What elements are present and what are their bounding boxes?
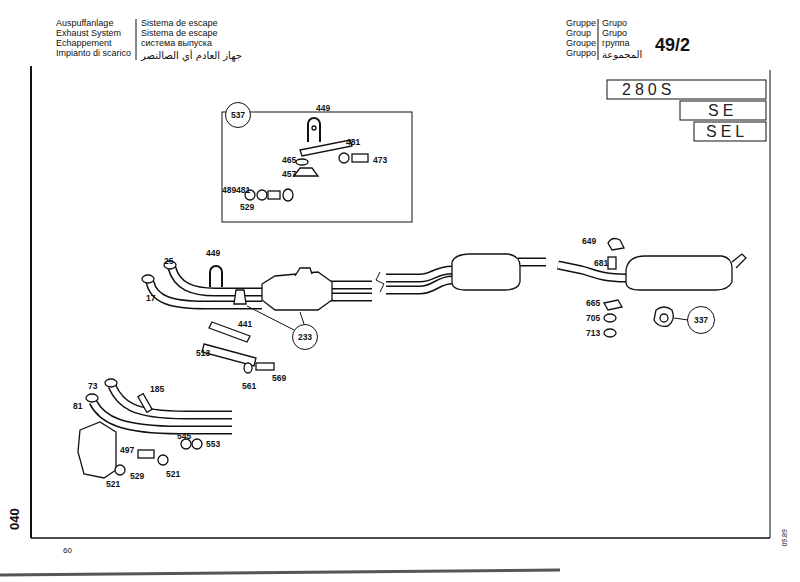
callout-number: 521 [106, 480, 120, 489]
callout-number: 233 [298, 332, 312, 342]
model-badge: SE [708, 102, 737, 120]
callout-number: 537 [231, 110, 245, 120]
callout-number: 529 [130, 472, 144, 481]
callout-number: 457 [282, 170, 296, 179]
callout-number: 449 [316, 104, 330, 113]
date-code: 09.89 [781, 529, 789, 547]
page-code: 040 [8, 508, 22, 530]
header-text: система выпуска [141, 39, 212, 49]
callout-number: 513 [196, 349, 210, 358]
callout-number: 569 [272, 374, 286, 383]
callout-circle: 337 [687, 306, 715, 334]
callout-number: 681 [594, 259, 608, 268]
header-text: группа [602, 39, 629, 49]
header-text: Group [566, 29, 591, 39]
callout-number: 553 [206, 440, 220, 449]
callout-number: 481 [236, 186, 250, 195]
header-text: Sistema de escape [141, 29, 218, 39]
callout-number: 337 [694, 315, 708, 325]
callout-number: 545 [177, 432, 191, 441]
header-text: Sistema de escape [141, 19, 218, 29]
callout-number: 713 [586, 329, 600, 338]
callout-number: 73 [88, 382, 97, 391]
header-text: Exhaust System [56, 29, 121, 39]
callout-circle: 233 [292, 324, 318, 350]
header-text: المجموعة [602, 49, 642, 60]
callout-number: 465 [282, 156, 296, 165]
callout-number: 497 [120, 446, 134, 455]
callout-number: 449 [206, 249, 220, 258]
model-badge: SEL [706, 123, 748, 141]
group-number: 49/2 [655, 36, 690, 56]
callout-number: 17 [146, 294, 155, 303]
callout-number: 561 [242, 382, 256, 391]
header-text: Groupe [566, 39, 596, 49]
callout-number: 649 [582, 237, 596, 246]
callout-number: 705 [586, 314, 600, 323]
header-text: Impianto di scarico [56, 49, 131, 59]
callout-number: 489 [222, 186, 236, 195]
callout-number: 25 [164, 257, 173, 266]
callout-number: 521 [166, 470, 180, 479]
header-text: Auspuffanlage [56, 19, 113, 29]
header-text: Gruppe [566, 19, 596, 29]
callout-number: 441 [238, 320, 252, 329]
callout-number: 529 [240, 203, 254, 212]
page-number: 60 [63, 547, 72, 556]
header-text: جهاز العادم أي الصالتصر [141, 50, 242, 61]
model-badge: 280S [622, 81, 675, 99]
header-text: Echappement [56, 39, 112, 49]
header-text: Gruppo [566, 49, 596, 59]
header-text: Grupo [602, 29, 627, 39]
callout-number: 481 [346, 138, 360, 147]
header-text: Grupo [602, 19, 627, 29]
callout-number: 185 [150, 385, 164, 394]
callout-number: 81 [73, 402, 82, 411]
callout-number: 665 [586, 299, 600, 308]
callout-number: 473 [373, 156, 387, 165]
callout-circle: 537 [225, 102, 251, 128]
